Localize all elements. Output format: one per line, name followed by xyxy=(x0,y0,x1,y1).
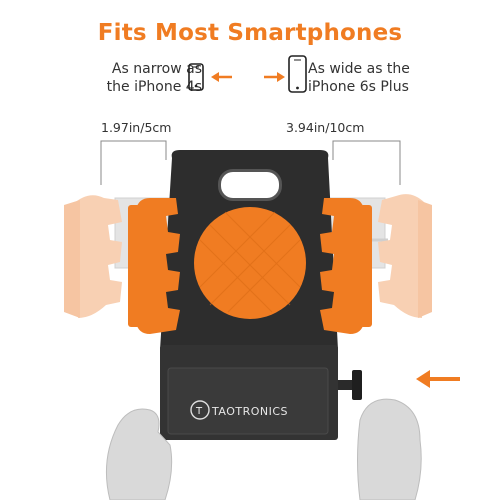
max-width-bracket xyxy=(332,140,401,185)
left-hand xyxy=(105,408,173,500)
wide-caption-line2: iPhone 6s Plus xyxy=(308,79,409,95)
narrow-caption-line1: As narrow as xyxy=(111,61,202,77)
wide-caption: As wide as the iPhone 6s Plus xyxy=(308,60,458,96)
push-arrow-icon xyxy=(416,370,460,388)
min-width-label: 1.97in/5cm xyxy=(101,120,172,135)
min-width-bracket xyxy=(100,140,167,185)
right-grip xyxy=(320,198,372,334)
headline: Fits Most Smartphones xyxy=(97,20,403,46)
max-width-label: 3.94in/10cm xyxy=(286,120,365,135)
small-phone-icon xyxy=(188,63,204,91)
arrow-left-icon xyxy=(211,72,232,82)
release-knob xyxy=(338,370,362,400)
right-hand xyxy=(357,398,422,500)
grip-pad xyxy=(194,207,306,319)
wide-caption-line1: As wide as the xyxy=(308,61,410,77)
brand-text: TAOTRONICS xyxy=(211,405,288,418)
arrow-right-icon xyxy=(264,72,285,82)
large-phone-icon xyxy=(288,55,307,93)
brand-logo: T TAOTRONICS xyxy=(190,400,288,420)
narrow-caption: As narrow as the iPhone 4s xyxy=(92,60,202,96)
left-grip xyxy=(128,198,180,334)
svg-text:T: T xyxy=(195,406,203,417)
ghost-left-grip xyxy=(64,195,122,318)
ghost-right-grip xyxy=(378,194,432,318)
narrow-caption-line2: the iPhone 4s xyxy=(106,79,202,95)
